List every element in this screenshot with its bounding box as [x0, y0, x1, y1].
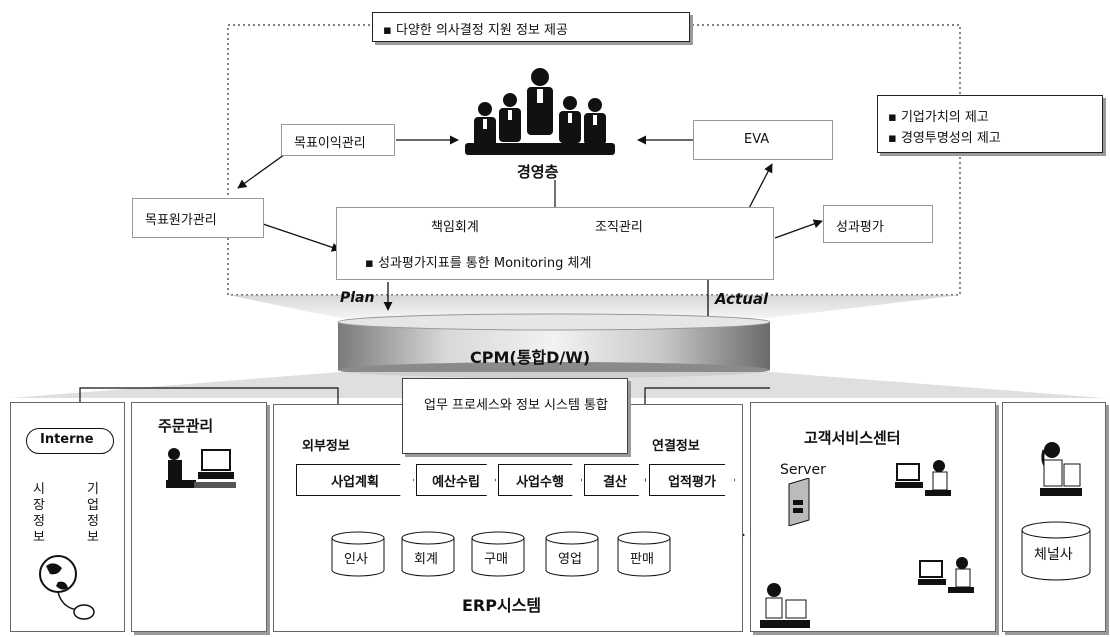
process-settlement: 결산 — [584, 464, 646, 496]
module-label: 인사 — [344, 552, 368, 567]
process-performance: 업적평가 — [649, 464, 735, 496]
eva-label: EVA — [744, 132, 770, 147]
channel-panel — [1002, 402, 1106, 632]
market-info-label: 시장정보 — [33, 482, 45, 545]
org-management-label: 조직관리 — [595, 220, 643, 235]
db-module-sales: 판매 — [616, 530, 672, 578]
plan-label: Plan — [340, 290, 375, 306]
value-note-line-2: ▪ 경영투명성의 제고 — [888, 131, 1001, 146]
target-profit-label: 목표이익관리 — [294, 136, 366, 151]
agent-workstation-icon — [895, 458, 955, 503]
internet-label: Interne — [40, 432, 94, 447]
internet-cloud — [26, 428, 114, 454]
globe-mouse-icon — [34, 550, 104, 625]
module-label: 영업 — [558, 552, 582, 567]
db-module-hr: 인사 — [330, 530, 386, 578]
executives-icon — [465, 65, 615, 160]
process-execution: 사업수행 — [498, 464, 582, 496]
operator-icon — [760, 582, 810, 630]
workstation-icon — [158, 442, 238, 502]
decision-support-text: ▪ 다양한 의사결정 지원 정보 제공 — [383, 23, 568, 38]
eva-box: EVA — [693, 120, 833, 160]
customer-service-title: 고객서비스센터 — [804, 429, 901, 447]
channel-db-icon: 체널사 — [1020, 520, 1092, 582]
responsibility-accounting-label: 책임회계 — [431, 220, 479, 235]
company-info-label: 기업정보 — [87, 482, 99, 545]
module-label: 회계 — [414, 552, 438, 567]
channel-agent-icon — [1038, 440, 1083, 500]
actual-label: Actual — [715, 290, 769, 308]
integration-box: 업무 프로세스와 정보 시스템 통합 — [402, 378, 628, 454]
external-info-label: 외부정보 — [302, 439, 350, 454]
value-note-box: ▪ 기업가치의 제고 ▪ 경영투명성의 제고 — [877, 95, 1103, 153]
order-title: 주문관리 — [158, 417, 214, 435]
integration-label: 업무 프로세스와 정보 시스템 통합 — [424, 398, 608, 413]
channel-label: 체널사 — [1034, 547, 1073, 563]
performance-eval-label: 성과평가 — [836, 220, 884, 235]
cpm-funnel — [228, 295, 960, 318]
target-cost-label: 목표원가관리 — [145, 213, 217, 228]
process-budgeting: 예산수립 — [416, 464, 496, 496]
server-icon — [785, 478, 815, 526]
server-label: Server — [780, 462, 826, 478]
db-module-purchasing: 구매 — [470, 530, 526, 578]
process-business-plan: 사업계획 — [296, 464, 414, 496]
target-profit-box: 목표이익관리 — [281, 124, 395, 156]
order-panel — [131, 402, 267, 632]
monitoring-box: 책임회계 조직관리 ▪ 성과평가지표를 통한 Monitoring 체계 — [336, 207, 774, 280]
cpm-label: CPM(통합D/W) — [470, 348, 591, 367]
executives-label: 경영층 — [517, 163, 559, 181]
db-module-business: 영업 — [544, 530, 600, 578]
monitoring-note: ▪ 성과평가지표를 통한 Monitoring 체계 — [365, 256, 592, 271]
decision-support-note: ▪ 다양한 의사결정 지원 정보 제공 — [372, 12, 690, 42]
db-module-accounting: 회계 — [400, 530, 456, 578]
target-cost-box: 목표원가관리 — [132, 198, 264, 238]
value-note-line-1: ▪ 기업가치의 제고 — [888, 110, 989, 125]
performance-eval-box: 성과평가 — [823, 205, 933, 243]
module-label: 판매 — [630, 552, 654, 567]
agent-workstation-icon — [918, 555, 978, 600]
linked-info-label: 연결정보 — [652, 439, 700, 454]
erp-title: ERP시스템 — [462, 596, 542, 615]
module-label: 구매 — [484, 552, 508, 567]
cpm-cylinder — [337, 313, 771, 378]
